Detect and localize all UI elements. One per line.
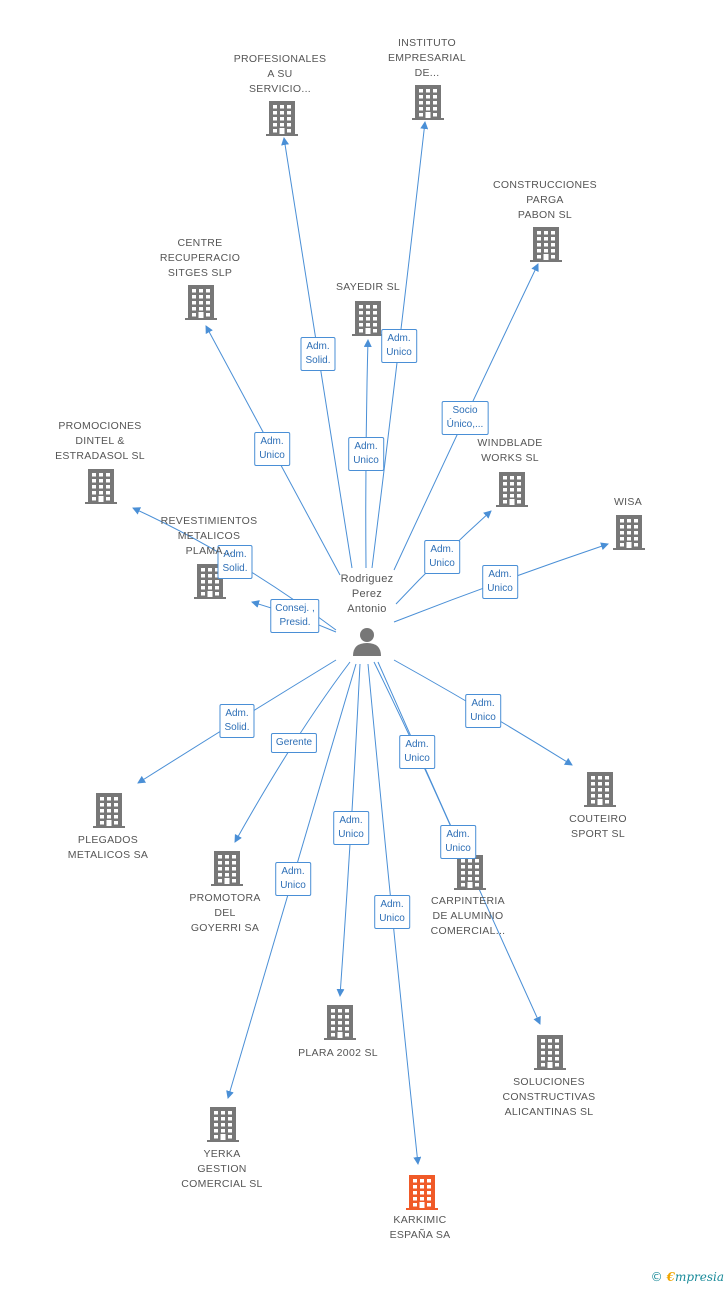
edge-label-plara[interactable]: Adm. Unico [333, 811, 369, 845]
building-icon-profesionales[interactable] [266, 101, 298, 136]
building-icon-windblade[interactable] [496, 472, 528, 507]
node-label-plara[interactable]: PLARA 2002 SL [298, 1047, 378, 1059]
building-icon-plegados[interactable] [93, 793, 125, 828]
node-label-revestimientos[interactable]: REVESTIMIENTOS METALICOS PLAMA... [160, 515, 258, 557]
node-label-couteiro[interactable]: COUTEIRO SPORT SL [569, 813, 627, 840]
node-label-promotora[interactable]: PROMOTORA DEL GOYERRI SA [189, 892, 261, 934]
copyright-symbol: © [650, 1270, 663, 1284]
building-icon-yerka[interactable] [207, 1107, 239, 1142]
center-person-name[interactable]: Rodriguez Perez Antonio [340, 573, 394, 615]
building-icon-wisa[interactable] [613, 515, 645, 550]
node-label-profesionales[interactable]: PROFESIONALES A SU SERVICIO... [233, 53, 327, 95]
edge-label-sayedir[interactable]: Adm. Unico [348, 437, 384, 471]
edge-label-karkimic[interactable]: Adm. Unico [374, 895, 410, 929]
building-icon-couteiro[interactable] [584, 772, 616, 807]
person-icon[interactable] [353, 628, 381, 656]
edge-label-promociones[interactable]: Adm. Solid. [217, 545, 253, 579]
brand-e-icon: € [666, 1270, 675, 1284]
node-label-plegados[interactable]: PLEGADOS METALICOS SA [67, 834, 149, 861]
node-label-construcciones[interactable]: CONSTRUCCIONES PARGA PABON SL [493, 179, 597, 221]
node-label-karkimic[interactable]: KARKIMIC ESPAÑA SA [389, 1214, 451, 1241]
edge-label-promotora[interactable]: Gerente [270, 733, 318, 753]
node-label-promociones[interactable]: PROMOCIONES DINTEL & ESTRADASOL SL [55, 420, 145, 462]
edge-label-soluciones[interactable]: Adm. Unico [440, 825, 476, 859]
building-icon-sayedir[interactable] [352, 301, 384, 336]
nodes-layer [85, 85, 645, 1210]
building-icon-soluciones[interactable] [534, 1035, 566, 1070]
building-icon-carpinteria[interactable] [454, 855, 486, 890]
building-icon-karkimic[interactable] [406, 1175, 438, 1210]
building-icon-construcciones[interactable] [530, 227, 562, 262]
edge-label-instituto[interactable]: Adm. Unico [381, 329, 417, 363]
footer-brand: ©€mpresia [651, 1270, 724, 1284]
edge-label-profesionales[interactable]: Adm. Solid. [300, 337, 336, 371]
building-icon-promotora[interactable] [211, 851, 243, 886]
building-icon-centre[interactable] [185, 285, 217, 320]
node-label-centre[interactable]: CENTRE RECUPERACIO SITGES SLP [159, 237, 241, 279]
brand-name: mpresia [674, 1270, 724, 1284]
edge-label-couteiro[interactable]: Adm. Unico [465, 694, 501, 728]
node-label-wisa[interactable]: WISA [613, 496, 643, 508]
edge-label-windblade[interactable]: Adm. Unico [424, 540, 460, 574]
building-icon-instituto[interactable] [412, 85, 444, 120]
node-label-carpinteria[interactable]: CARPINTERIA DE ALUMINIO COMERCIAL... [430, 895, 506, 937]
edge-label-construcciones[interactable]: Socio Único,... [441, 401, 489, 435]
node-label-yerka[interactable]: YERKA GESTION COMERCIAL SL [181, 1148, 263, 1190]
edge-label-plegados[interactable]: Adm. Solid. [219, 704, 255, 738]
node-label-instituto[interactable]: INSTITUTO EMPRESARIAL DE... [388, 37, 466, 79]
edge-label-carpinteria[interactable]: Adm. Unico [399, 735, 435, 769]
node-label-soluciones[interactable]: SOLUCIONES CONSTRUCTIVAS ALICANTINAS SL [502, 1076, 596, 1118]
edge-label-revestimientos[interactable]: Consej. , Presid. [270, 599, 320, 633]
building-icon-plara[interactable] [324, 1005, 356, 1040]
edge-label-wisa[interactable]: Adm. Unico [482, 565, 518, 599]
edge-label-yerka[interactable]: Adm. Unico [275, 862, 311, 896]
node-label-sayedir[interactable]: SAYEDIR SL [335, 281, 401, 293]
node-label-windblade[interactable]: WINDBLADE WORKS SL [477, 437, 543, 464]
edge-label-centre[interactable]: Adm. Unico [254, 432, 290, 466]
building-icon-promociones[interactable] [85, 469, 117, 504]
